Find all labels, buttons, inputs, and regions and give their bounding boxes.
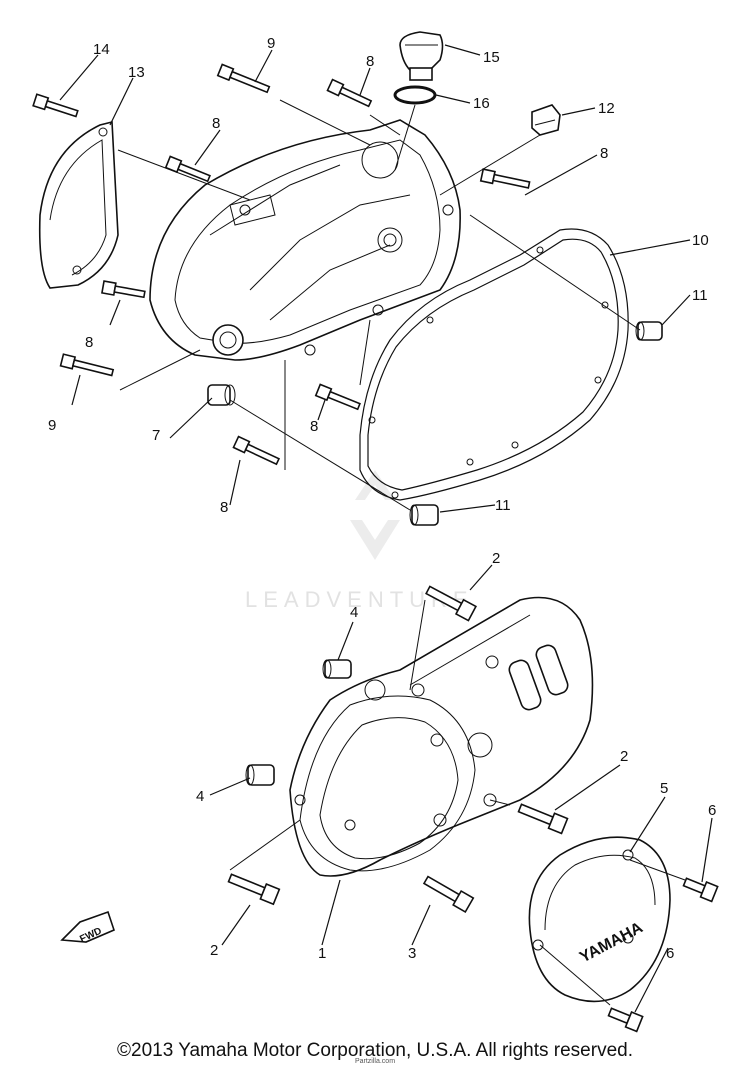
callout-4-top: 4 — [350, 604, 358, 621]
callout-10: 10 — [692, 232, 709, 249]
callout-16: 16 — [473, 95, 490, 112]
bolts-upper — [32, 63, 531, 466]
callout-7: 7 — [152, 427, 160, 444]
crankcase-cover-lower — [289, 596, 594, 877]
part-11-dowel-b — [409, 504, 439, 526]
part-10-gasket — [359, 228, 629, 501]
callout-8-top: 8 — [366, 53, 374, 70]
callout-numbers: 14 13 9 8 15 16 12 8 8 10 11 8 9 7 8 8 1… — [48, 35, 716, 962]
callout-6-top: 6 — [708, 802, 716, 819]
part-4-dowel-b — [245, 764, 275, 786]
part-12-plug — [531, 104, 561, 136]
callout-11-bottom: 11 — [495, 497, 511, 514]
callout-12: 12 — [598, 100, 615, 117]
part-5-yamaha-cover: YAMAHA — [528, 836, 671, 1003]
crankcase-cover-upper — [149, 119, 461, 361]
callout-9-top: 9 — [267, 35, 275, 52]
callout-1: 1 — [318, 945, 326, 962]
callout-2-bottom: 2 — [210, 942, 218, 959]
callout-5: 5 — [660, 780, 668, 797]
part-16-o-ring — [393, 85, 437, 105]
callout-11-top: 11 — [692, 287, 708, 304]
callout-15: 15 — [483, 49, 500, 66]
callout-3: 3 — [408, 945, 416, 962]
callout-4-left: 4 — [196, 788, 204, 805]
part-7-dowel — [207, 384, 236, 406]
callout-8-left: 8 — [212, 115, 220, 132]
callout-8-bottom: 8 — [220, 499, 228, 516]
callout-6-bottom: 6 — [666, 945, 674, 962]
part-4-dowel-a — [322, 659, 352, 679]
callout-8-lower-left: 8 — [85, 334, 93, 351]
callout-2-top: 2 — [492, 550, 500, 567]
callout-2-right: 2 — [620, 748, 628, 765]
bolts-lower — [227, 585, 719, 1033]
callout-8-right: 8 — [600, 145, 608, 162]
part-13-small-cover — [38, 120, 119, 289]
leader-lines-lower — [209, 564, 713, 1013]
fine-print: Partzilla.com — [354, 1058, 396, 1065]
copyright-notice: ©2013 Yamaha Motor Corporation, U.S.A. A… — [117, 1040, 633, 1061]
part-11-dowel-a — [635, 321, 663, 341]
leader-lines-upper — [59, 44, 691, 513]
fwd-arrow-icon: FWD — [60, 910, 115, 945]
part-15-oil-cap — [399, 31, 444, 81]
callout-14: 14 — [93, 41, 110, 58]
callout-8-mid: 8 — [310, 418, 318, 435]
callout-13: 13 — [128, 64, 145, 81]
callout-9-lower-left: 9 — [48, 417, 56, 434]
